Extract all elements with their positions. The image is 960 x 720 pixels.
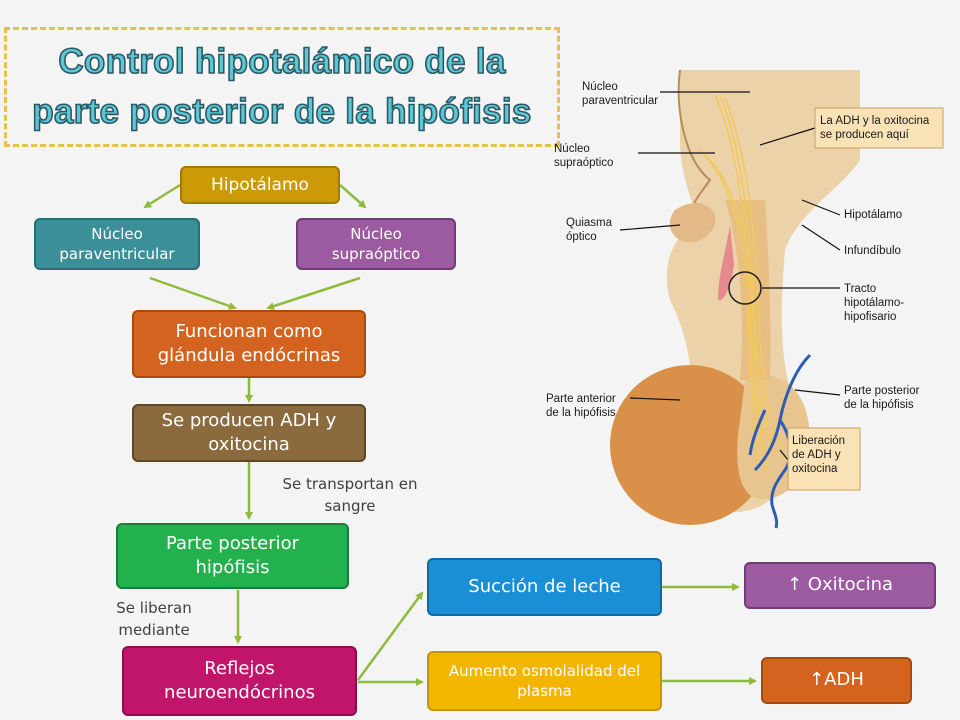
node-funcionan-glandula: Funcionan como glándula endócrinas (132, 310, 366, 378)
anat-label-anterior-1: Parte anterior (546, 393, 616, 405)
title-line-1: Control hipotalámico de la (58, 41, 507, 82)
anat-label-liberacion-3: oxitocina (792, 463, 838, 475)
arrow-hipotalamo-paraventricular (143, 183, 181, 209)
arrow-reflejos-succion (356, 591, 424, 681)
arrow-hipotalamo-supraoptico (339, 184, 367, 209)
anat-label-posterior-1: Parte posterior (844, 385, 920, 397)
node-adh: ↑ADH (761, 657, 912, 704)
nerve-fibers (699, 94, 784, 476)
label-se-transportan: Se transportan en sangre (282, 475, 418, 515)
title-box: Control hipotalámico de la parte posteri… (4, 27, 560, 147)
tract-ring-shape (728, 271, 762, 305)
anat-label-paraventricular-1: Núcleo (582, 81, 618, 93)
node-parte-posterior-hipofisis: Parte posterior hipófisis (116, 523, 349, 589)
node-hipotalamo: Hipotálamo (180, 166, 340, 204)
anat-label-producen-1: La ADH y la oxitocina (820, 115, 930, 127)
node-nucleo-supraoptico: Núcleo supraóptico (296, 218, 456, 270)
title-line-2: parte posterior de la hipófisis (31, 91, 532, 132)
anat-label-liberacion-2: de ADH y (792, 449, 841, 461)
anat-label-liberacion-1: Liberación (792, 435, 845, 447)
anat-label-posterior-2: de la hipófisis (844, 399, 914, 411)
node-oxitocina: ↑ Oxitocina (744, 562, 936, 609)
node-nucleo-paraventricular: Núcleo paraventricular (34, 218, 200, 270)
arrow-paraventricular-funcionan (149, 276, 237, 310)
anat-label-quiasma-2: óptico (566, 231, 597, 243)
anat-label-supraoptico-2: supraóptico (554, 157, 613, 169)
blood-vessels (748, 353, 812, 529)
callout-producen-box (814, 107, 944, 149)
anat-label-supraoptico-1: Núcleo (554, 143, 590, 155)
node-succion-leche: Succión de leche (427, 558, 662, 616)
pituitary-illustration: Núcleo paraventricular Núcleo supraóptic… (546, 69, 944, 529)
anat-label-tracto-2: hipotálamo- (844, 297, 904, 309)
leader-lines (619, 91, 841, 461)
anat-label-tracto-1: Tracto (844, 283, 876, 295)
callout-liberacion-box (787, 427, 861, 491)
label-se-liberan: Se liberan mediante (116, 599, 192, 639)
anat-label-anterior-2: de la hipófisis (546, 407, 616, 419)
anat-label-tracto-3: hipofisario (844, 311, 896, 323)
anat-label-producen-2: se producen aquí (820, 129, 910, 141)
arrow-supraoptico-funcionan (266, 276, 361, 310)
anterior-lobe-shape (610, 365, 770, 525)
node-aumento-osmolalidad: Aumento osmolalidad del plasma (427, 651, 662, 711)
anat-label-infundibulo: Infundíbulo (844, 245, 901, 257)
anat-label-paraventricular-2: paraventricular (582, 95, 658, 107)
node-producen-adh-oxitocina: Se producen ADH y oxitocina (132, 404, 366, 462)
anat-label-quiasma-1: Quiasma (566, 217, 613, 229)
anat-label-hipotalamo: Hipotálamo (844, 209, 902, 221)
optic-chiasm-shape (669, 203, 716, 243)
node-reflejos-neuroendocrinos: Reflejos neuroendócrinos (122, 646, 357, 716)
